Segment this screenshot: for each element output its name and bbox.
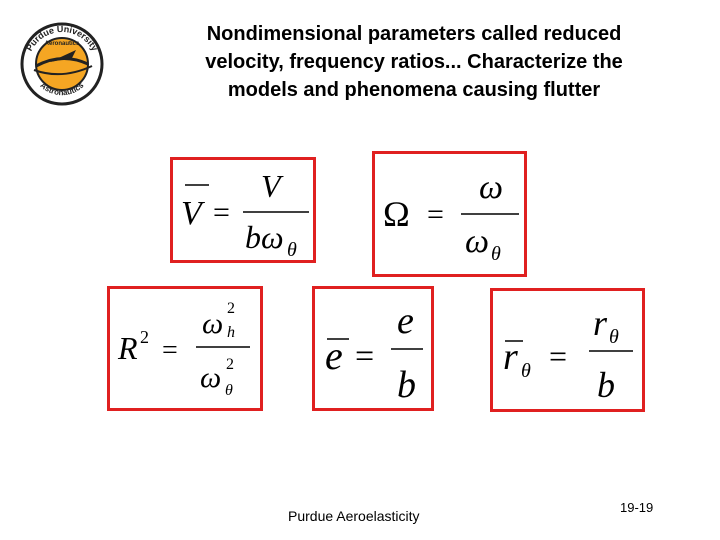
eq1-denominator: bω bbox=[245, 219, 284, 255]
title-line-2: velocity, frequency ratios... Characteri… bbox=[205, 51, 623, 73]
purdue-aeronautics-logo: Purdue University Astronautics Aeronauti… bbox=[14, 14, 110, 106]
eq4-lhs: e bbox=[325, 333, 343, 378]
eq5-lhs-subscript: θ bbox=[521, 360, 531, 382]
eq3-num-subscript: h bbox=[227, 324, 235, 341]
eq2-lhs: Ω bbox=[383, 194, 410, 234]
eq5-num-subscript: θ bbox=[609, 326, 619, 348]
eq1-lhs: V bbox=[181, 195, 206, 232]
eq2-numerator: ω bbox=[479, 169, 503, 206]
slide-title: Nondimensional parameters called reduced… bbox=[150, 20, 678, 104]
equation-frequency-ratio-formula: Ω = ω ω θ bbox=[383, 169, 519, 265]
eq3-den-subscript: θ bbox=[225, 382, 233, 399]
eq1-equals: = bbox=[213, 196, 230, 229]
equation-radius-of-gyration-formula: r θ = r θ b bbox=[503, 303, 633, 405]
equation-eccentricity-formula: e = e b bbox=[325, 300, 423, 406]
eq2-equals: = bbox=[427, 198, 444, 231]
eq5-equals: = bbox=[549, 338, 567, 374]
eq3-denominator: ω bbox=[200, 361, 221, 394]
eq3-equals: = bbox=[162, 335, 178, 366]
footer-page-number: 19-19 bbox=[620, 500, 654, 515]
equation-radius-of-gyration: r θ = r θ b bbox=[490, 288, 645, 412]
equation-frequency-ratio-squared: R 2 = ω 2 h ω 2 θ bbox=[107, 286, 263, 411]
eq3-lhs: R bbox=[117, 330, 138, 366]
eq5-lhs: r bbox=[503, 336, 518, 378]
equation-frequency-ratio: Ω = ω ω θ bbox=[372, 151, 527, 277]
equation-reduced-velocity: V = V bω θ bbox=[170, 157, 316, 263]
eq4-numerator: e bbox=[397, 300, 414, 342]
eq1-den-subscript: θ bbox=[287, 239, 297, 260]
footer-course-name: Purdue Aeroelasticity bbox=[288, 508, 420, 524]
eq4-denominator: b bbox=[397, 364, 416, 406]
logo-mid-text: Aeronautics bbox=[45, 41, 80, 47]
eq2-den-subscript: θ bbox=[491, 243, 501, 265]
eq4-equals: = bbox=[355, 338, 374, 375]
equation-reduced-velocity-formula: V = V bω θ bbox=[181, 168, 309, 260]
eq5-numerator: r bbox=[593, 303, 608, 343]
eq2-denominator: ω bbox=[465, 223, 489, 260]
eq1-numerator: V bbox=[261, 168, 284, 204]
eq3-num-superscript: 2 bbox=[227, 300, 235, 317]
equation-eccentricity: e = e b bbox=[312, 286, 434, 411]
eq3-den-superscript: 2 bbox=[226, 356, 234, 373]
logo-emblem: Purdue University Astronautics Aeronauti… bbox=[20, 22, 104, 106]
equation-frequency-ratio-squared-formula: R 2 = ω 2 h ω 2 θ bbox=[117, 300, 250, 399]
eq3-lhs-superscript: 2 bbox=[140, 327, 149, 347]
eq3-numerator: ω bbox=[202, 307, 223, 340]
eq5-denominator: b bbox=[597, 365, 615, 405]
title-line-1: Nondimensional parameters called reduced bbox=[206, 23, 622, 45]
title-line-3: models and phenomena causing flutter bbox=[227, 79, 601, 101]
